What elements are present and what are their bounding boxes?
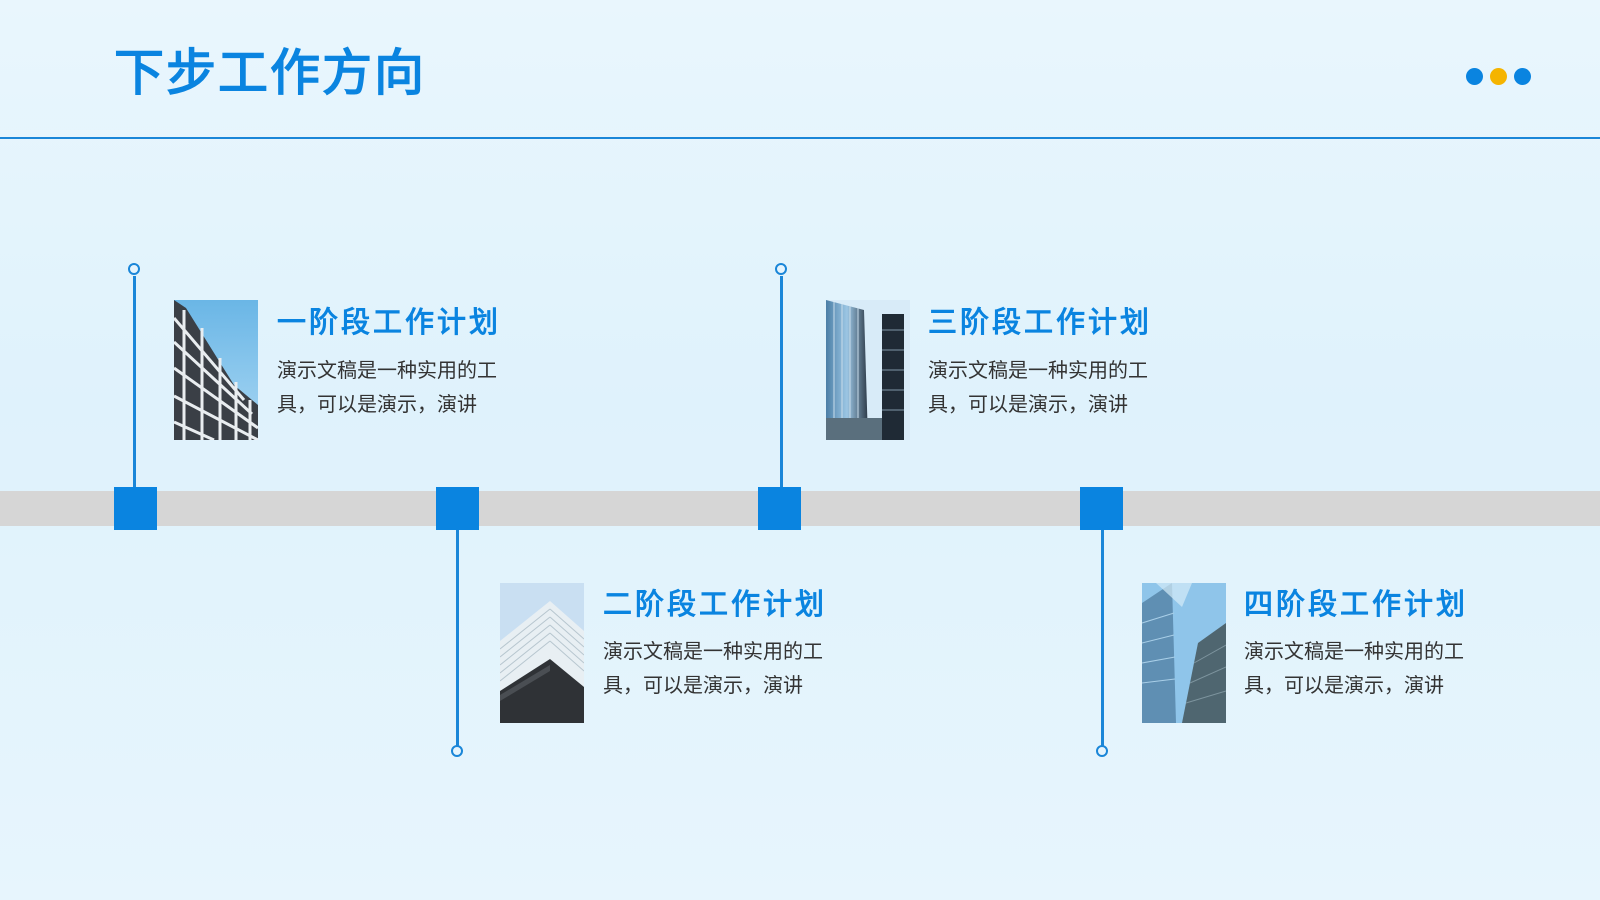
page-title: 下步工作方向 xyxy=(114,44,426,102)
stage-4-title: 四阶段工作计划 xyxy=(1244,587,1469,621)
timeline-node-2 xyxy=(436,487,479,530)
dots-decoration xyxy=(1466,68,1531,85)
stage-2-desc: 演示文稿是一种实用的工具，可以是演示，演讲 xyxy=(603,639,823,697)
dot-1 xyxy=(1466,68,1483,85)
stage-3-image xyxy=(826,300,910,440)
stem-end-2 xyxy=(451,745,463,757)
stage-4-image xyxy=(1142,583,1226,723)
stem-1 xyxy=(133,276,136,489)
stem-3 xyxy=(780,276,783,489)
stage-1-desc: 演示文稿是一种实用的工具，可以是演示，演讲 xyxy=(277,358,497,416)
stem-end-4 xyxy=(1096,745,1108,757)
stem-end-3 xyxy=(775,263,787,275)
stage-3-title: 三阶段工作计划 xyxy=(928,305,1153,339)
stage-3-desc: 演示文稿是一种实用的工具，可以是演示，演讲 xyxy=(928,358,1148,416)
timeline-node-3 xyxy=(758,487,801,530)
dot-2 xyxy=(1490,68,1507,85)
stem-end-1 xyxy=(128,263,140,275)
stem-2 xyxy=(456,528,459,747)
stage-2-image xyxy=(500,583,584,723)
stage-4-desc: 演示文稿是一种实用的工具，可以是演示，演讲 xyxy=(1244,639,1464,697)
stage-1-image xyxy=(174,300,258,440)
timeline-node-1 xyxy=(114,487,157,530)
header-divider xyxy=(0,137,1600,139)
stage-1-title: 一阶段工作计划 xyxy=(277,305,502,339)
stage-2-title: 二阶段工作计划 xyxy=(603,587,828,621)
timeline-node-4 xyxy=(1080,487,1123,530)
dot-3 xyxy=(1514,68,1531,85)
stem-4 xyxy=(1101,528,1104,747)
